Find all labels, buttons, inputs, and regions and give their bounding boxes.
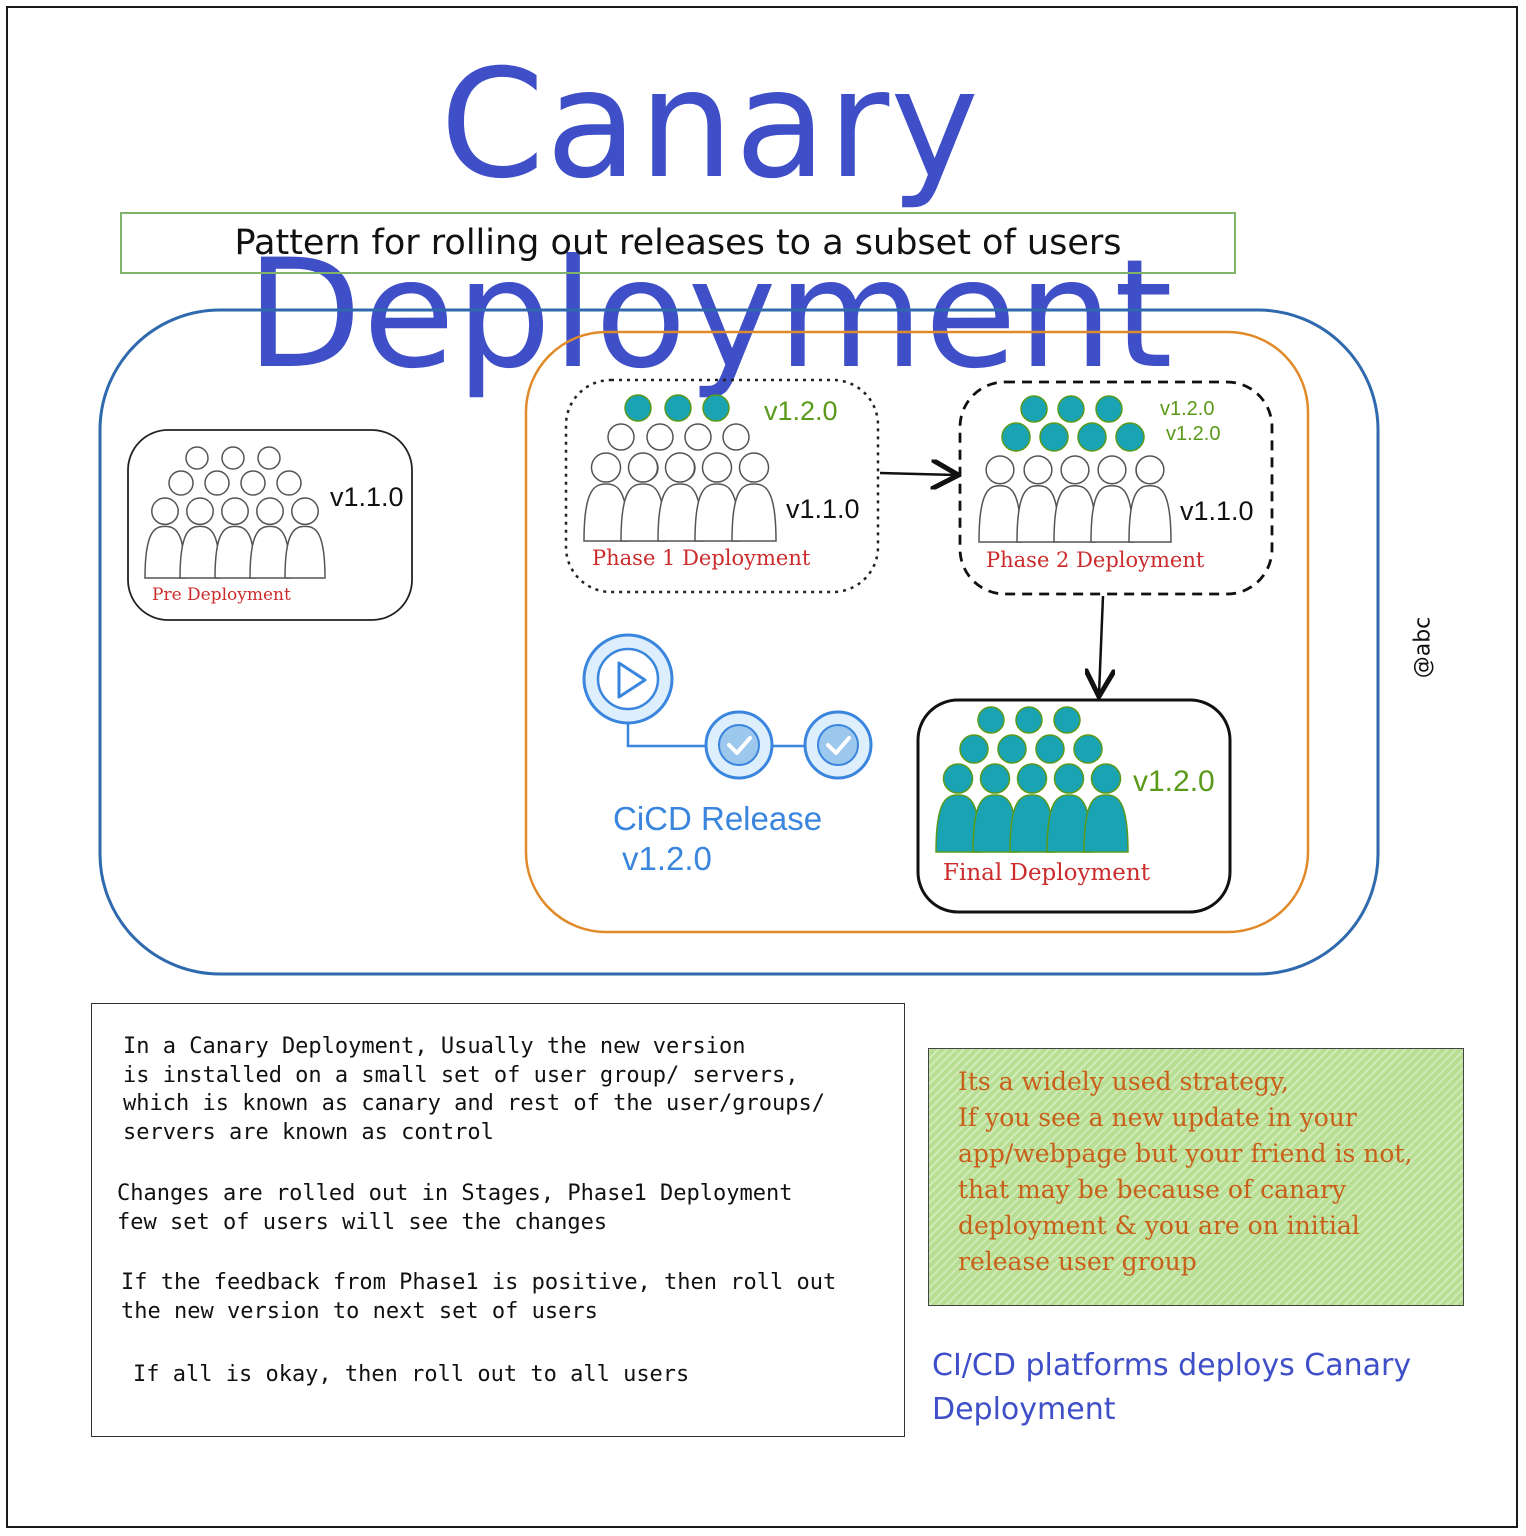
user-head (624, 394, 652, 422)
user-head (1001, 422, 1031, 452)
user-figure (1090, 484, 1134, 543)
page-title: Canary Deployment (246, 38, 1174, 402)
user-head (979, 763, 1011, 794)
note-text: Its a widely used strategy, If you see a… (958, 1067, 1413, 1276)
platform-note: CI/CD platforms deploys Canary Deploymen… (932, 1348, 1412, 1427)
phase2-new-version-label: v1.2.0 (1160, 398, 1215, 420)
user-figure (249, 525, 291, 579)
user-head (1090, 763, 1122, 794)
user-head (221, 446, 245, 470)
user-figure (978, 484, 1022, 543)
user-figure (1053, 484, 1097, 543)
user-figure (1128, 484, 1172, 543)
phase1-old-version-label: v1.1.0 (786, 494, 860, 524)
user-head (240, 470, 266, 496)
phase2-label: Phase 2 Deployment (986, 548, 1205, 572)
user-crowds (144, 394, 1172, 853)
subtitle-box: Pattern for rolling out releases to a su… (120, 212, 1236, 274)
user-head (1095, 395, 1123, 423)
user-head (1020, 395, 1048, 423)
pre-deployment-label: Pre Deployment (152, 585, 291, 605)
user-head (1060, 455, 1090, 485)
user-head (1035, 734, 1065, 764)
user-head (1023, 455, 1053, 485)
user-head (1077, 422, 1107, 452)
user-head (646, 423, 674, 451)
user-head (221, 497, 249, 526)
user-head (702, 394, 730, 422)
user-head (942, 763, 974, 794)
user-head (186, 497, 214, 526)
user-head (1097, 455, 1127, 485)
user-head (959, 734, 989, 764)
user-head (722, 423, 750, 451)
user-head (664, 394, 692, 422)
cicd-pipeline-icon (582, 633, 873, 780)
user-figure (144, 525, 186, 579)
user-head (185, 446, 209, 470)
user-figure (179, 525, 221, 579)
user-head (1039, 422, 1069, 452)
explanation-paragraph: If all is okay, then roll out to all use… (133, 1362, 690, 1387)
check-icon (803, 710, 873, 780)
cicd-release-version: v1.2.0 (622, 840, 712, 877)
user-head (291, 497, 319, 526)
user-head (1135, 455, 1165, 485)
final-box (916, 698, 1232, 914)
explanation-paragraph: If the feedback from Phase1 is positive,… (121, 1270, 837, 1324)
user-head (168, 470, 194, 496)
user-figure (1016, 484, 1060, 543)
user-head (607, 423, 635, 451)
user-head (590, 452, 622, 483)
deployment-stages-box (524, 330, 1310, 934)
outer-environment-box (98, 308, 1380, 976)
explanation-paragraph: In a Canary Deployment, Usually the new … (123, 1034, 825, 1145)
user-head (977, 706, 1005, 734)
user-figure (731, 483, 777, 542)
pre-version-label: v1.1.0 (330, 482, 404, 512)
user-figure (284, 525, 326, 579)
final-version-label: v1.2.0 (1133, 765, 1215, 798)
user-head (1057, 395, 1085, 423)
user-head (701, 452, 733, 483)
phase1-box (564, 378, 880, 594)
arrow-phase1-to-phase2 (879, 473, 956, 475)
author-handle: @abc (1410, 616, 1436, 679)
user-head (204, 470, 230, 496)
user-head (1015, 706, 1043, 734)
note-box (928, 1048, 1464, 1306)
final-deployment-label: Final Deployment (943, 860, 1150, 886)
check-icon (704, 710, 774, 780)
user-head (684, 423, 712, 451)
user-head (256, 497, 284, 526)
subtitle: Pattern for rolling out releases to a su… (234, 223, 1122, 263)
phase2-old-version-label: v1.1.0 (1180, 496, 1254, 526)
user-head (1016, 763, 1048, 794)
user-head (985, 455, 1015, 485)
user-head (151, 497, 179, 526)
user-head (738, 452, 770, 483)
pre-deployment-box (127, 429, 413, 621)
user-head (627, 452, 659, 483)
phase2-new-version-label: v1.2.0 (1166, 423, 1221, 445)
user-head (257, 446, 281, 470)
cicd-release-label: CiCD Release (613, 800, 823, 837)
user-head (1073, 734, 1103, 764)
arrow-phase2-to-final (1099, 595, 1103, 694)
user-figure (214, 525, 256, 579)
phase1-label: Phase 1 Deployment (592, 546, 811, 570)
user-head (1115, 422, 1145, 452)
user-head (997, 734, 1027, 764)
user-head (1053, 763, 1085, 794)
explanation-paragraph: Changes are rolled out in Stages, Phase1… (117, 1181, 793, 1235)
page-frame (6, 6, 1518, 1528)
user-head (1053, 706, 1081, 734)
user-head (664, 452, 696, 483)
explanation-box (91, 1003, 905, 1437)
user-head (276, 470, 302, 496)
user-figure (1083, 794, 1129, 853)
phase1-new-version-label: v1.2.0 (764, 396, 838, 426)
